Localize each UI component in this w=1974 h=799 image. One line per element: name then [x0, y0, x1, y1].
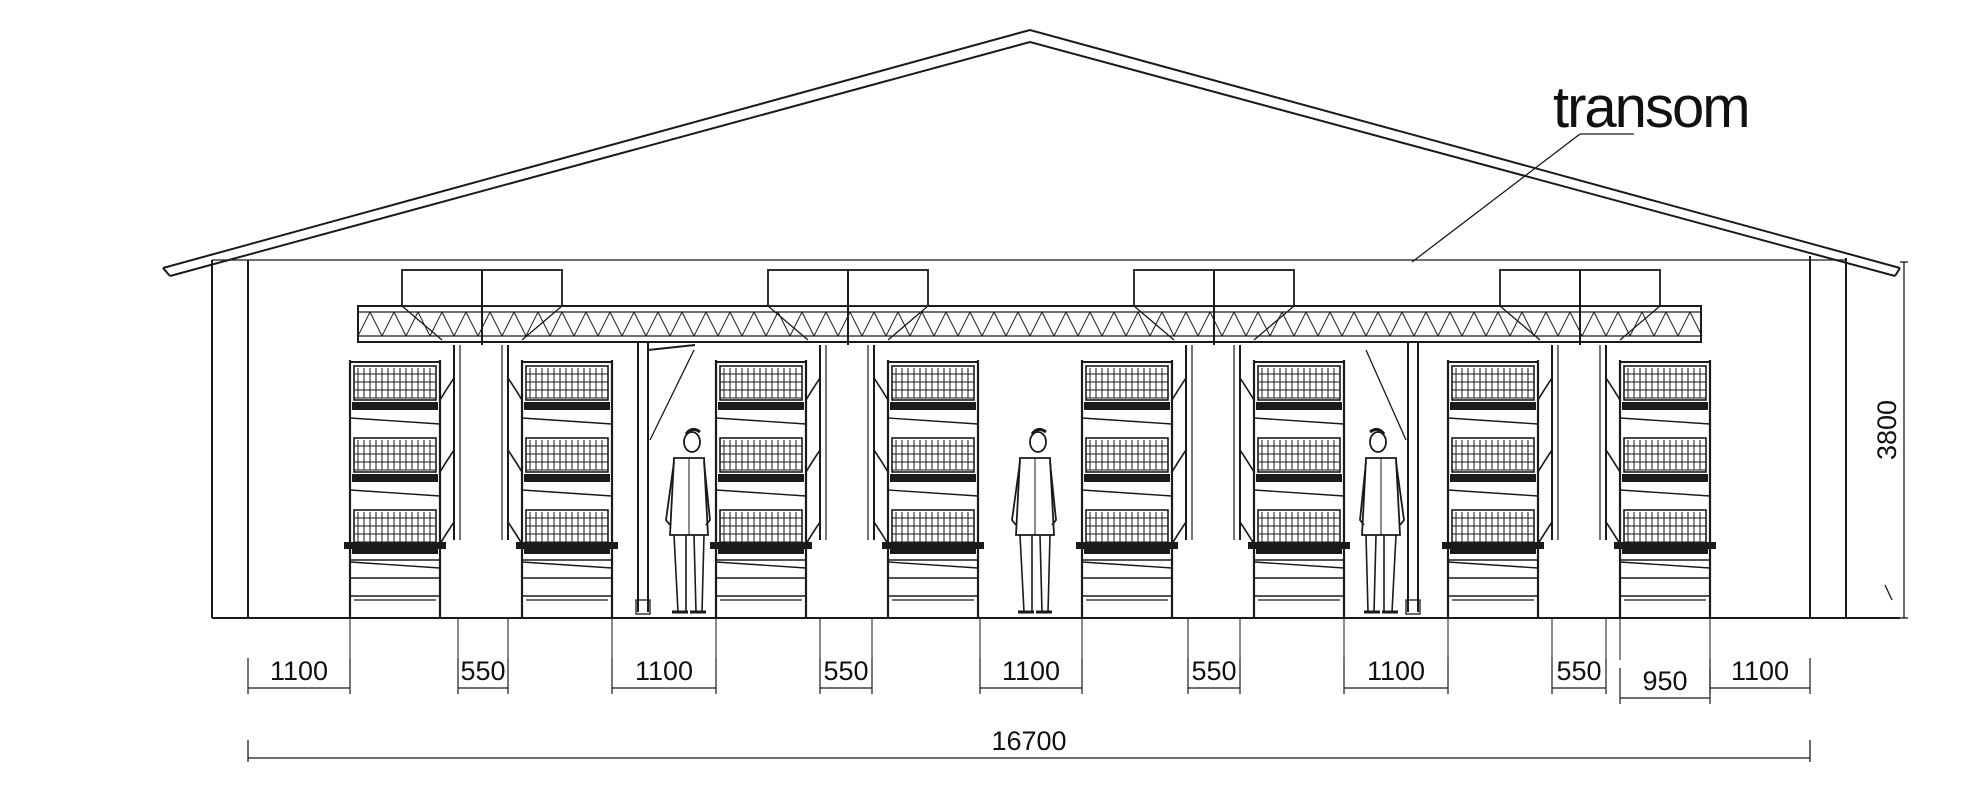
dimension-segment: 1100	[1709, 656, 1811, 694]
worker-figure	[1011, 427, 1057, 614]
cage-tier	[715, 365, 807, 425]
dimension-segment-label: 1100	[270, 656, 328, 686]
cage-tier	[887, 509, 979, 569]
dimension-segment-label: 550	[460, 656, 505, 686]
dimension-segment: 550	[1187, 656, 1241, 694]
cage-tier	[1253, 437, 1345, 497]
dimension-segment: 1100	[247, 656, 351, 694]
cage-tier	[1081, 437, 1173, 497]
dimension-segment-label: 1100	[635, 656, 693, 686]
transom-label: transom	[1553, 75, 1749, 140]
cage-unit	[867, 345, 984, 618]
feed-hoppers	[401, 269, 1661, 345]
height-dimension: 3800	[1872, 261, 1908, 619]
cage-unit	[1076, 345, 1193, 618]
dimension-segment: 1100	[611, 656, 717, 694]
worker-figure	[665, 427, 711, 614]
dimension-segment-label: 550	[823, 656, 868, 686]
feed-hopper	[1499, 269, 1661, 345]
worker-figure	[1359, 427, 1405, 614]
dimension-segment-label: 1100	[1002, 656, 1060, 686]
roof	[162, 28, 1901, 277]
total-width-label: 16700	[991, 726, 1066, 756]
dimension-segment: 550	[819, 656, 873, 694]
cage-tier	[1447, 437, 1539, 497]
cage-tier	[349, 437, 441, 497]
building-shell	[211, 256, 1900, 619]
transom-truss	[357, 305, 1703, 343]
dimension-segment: 950	[1619, 666, 1711, 704]
cage-tier	[1619, 365, 1711, 425]
total-dimension: 16700	[247, 726, 1811, 762]
cage-units	[344, 345, 1716, 618]
dimension-segment: 550	[1551, 656, 1607, 694]
dimension-segment-label: 1100	[1367, 656, 1425, 686]
dimension-segment: 550	[457, 656, 509, 694]
cage-tier	[1253, 509, 1345, 569]
dimension-segment-label: 950	[1642, 666, 1687, 696]
dimension-segment-label: 550	[1556, 656, 1601, 686]
cage-unit	[1442, 345, 1559, 618]
cage-tier	[521, 365, 613, 425]
cage-tier	[715, 437, 807, 497]
feed-hopper	[1133, 269, 1295, 345]
cage-unit	[344, 345, 461, 618]
dimension-segment-label: 550	[1191, 656, 1236, 686]
cage-tier	[1447, 365, 1539, 425]
cage-tier	[1081, 365, 1173, 425]
transom-callout: transom	[1411, 75, 1751, 263]
height-dimension-label: 3800	[1872, 400, 1902, 460]
cage-tier	[349, 365, 441, 425]
dimension-segment: 1100	[1343, 656, 1449, 694]
dimension-segment: 1100	[979, 656, 1083, 694]
cage-unit	[1233, 345, 1350, 618]
cage-unit	[1599, 345, 1716, 618]
feed-hopper	[767, 269, 929, 345]
cage-tier	[1619, 509, 1711, 569]
cage-tier	[1253, 365, 1345, 425]
dimension-segment-label: 1100	[1731, 656, 1789, 686]
feed-hopper	[401, 269, 563, 345]
cage-unit	[501, 345, 618, 618]
workers	[665, 427, 1405, 614]
cage-unit	[710, 345, 827, 618]
cage-tier	[521, 437, 613, 497]
truss-supports	[635, 342, 1421, 615]
cage-tier	[1619, 437, 1711, 497]
cage-tier	[887, 365, 979, 425]
cage-tier	[887, 437, 979, 497]
width-dimensions: 1100 550 1100 550 1100 550 1100 550 950 1100	[247, 618, 1811, 704]
